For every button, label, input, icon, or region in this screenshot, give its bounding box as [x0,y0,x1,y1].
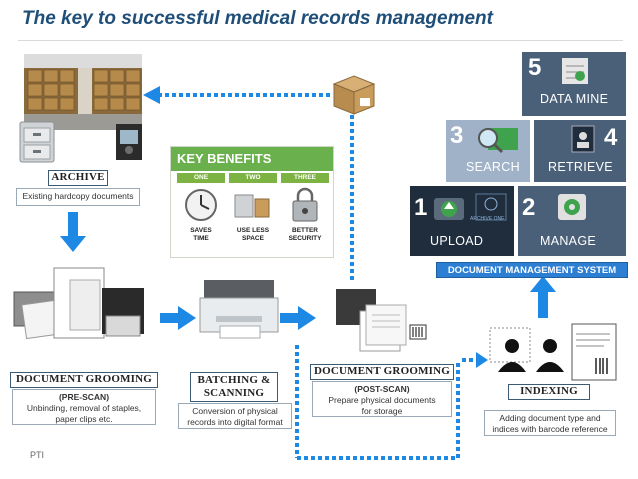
stored-documents-image [336,289,427,352]
arrow-head-up-dms [530,276,556,292]
post-scan-heading: DOCUMENT GROOMING [310,364,454,380]
retrieve-icon [571,125,595,153]
page-title: The key to successful medical records ma… [22,8,493,29]
batching-heading: BATCHING & SCANNING [190,372,278,402]
dms-banner: DOCUMENT MANAGEMENT SYSTEM [436,262,628,278]
pre-scan-subheading: (PRE-SCAN) [58,392,110,402]
benefit-2-label: USE LESS SPACE [229,227,277,243]
dms-tile-4-label: RETRIEVE [548,160,613,174]
data-mine-icon [562,58,588,84]
indexing-text-2: indices with barcode reference [492,424,608,434]
batching-text-2: records into digital format [187,417,283,427]
filing-cabinet-icon [19,121,55,163]
title-divider [18,40,623,41]
archive-heading: ARCHIVE [48,170,108,186]
upload-icon [434,198,464,220]
pre-scan-description: (PRE-SCAN) Unbinding, removal of staples… [12,389,156,425]
dms-tile-2-label: MANAGE [540,234,596,248]
dms-tile-retrieve: 4 RETRIEVE [534,120,626,182]
arrow-shaft-1 [160,313,180,323]
dms-tile-manage: 2 MANAGE [518,186,626,256]
post-scan-text-2: for storage [361,406,403,416]
dms-tile-5-label: DATA MINE [540,92,609,106]
key-benefits-panel: KEY BENEFITS ONE TWO THREE SAVES TIME US… [170,146,334,258]
arrow-head-archive [143,86,160,104]
storage-space-icon [234,194,270,218]
archive-description: Existing hardcopy documents [16,188,140,206]
magnifier-icon [478,128,518,154]
pre-scan-heading: DOCUMENT GROOMING [10,372,158,388]
benefit-3-line2: SECURITY [288,235,322,242]
indexing-text-1: Adding document type and [499,413,601,423]
key-benefits-heading: KEY BENEFITS [171,147,333,171]
benefit-1-number: ONE [177,173,225,183]
pre-scan-text-2: paper clips etc. [55,414,113,424]
benefit-2-number: TWO [229,173,277,183]
footer-label: PTI [30,450,45,460]
dms-tile-3-label: SEARCH [466,160,520,174]
manage-icon [558,194,586,220]
benefit-3-number: THREE [281,173,329,183]
clock-icon [185,189,217,221]
post-scan-text-1: Prepare physical documents [328,395,436,405]
dms-tile-3-number: 3 [450,122,464,149]
indexing-description: Adding document type and indices with ba… [484,410,616,436]
dms-tile-1-label: UPLOAD [430,234,484,248]
post-scan-description: (POST-SCAN) Prepare physical documents f… [312,381,452,417]
secure-storage-icon [116,124,142,160]
benefit-2-line1: USE LESS [236,227,270,234]
indexing-operators-image [489,323,617,381]
benefit-1-label: SAVES TIME [177,227,225,243]
dms-tile-1-number: 1 [414,194,428,221]
storage-box-icon [332,75,376,115]
scanner-image [199,280,279,339]
batching-description: Conversion of physical records into digi… [178,403,292,429]
dms-tile-upload: 1 ARCHIVE ONE UPLOAD [410,186,514,256]
arrow-head-indexing [476,352,488,368]
benefit-3-line1: BETTER [292,227,318,234]
dms-tile-4-number: 4 [604,124,618,151]
arrow-head-archive-down [60,236,86,252]
dms-tile-data-mine: 5 DATA MINE [522,52,626,116]
document-folders-image [13,267,144,340]
arrow-shaft-up-dms [538,290,548,318]
benefit-1-line1: SAVES [190,227,212,234]
benefit-1-line2: TIME [193,235,209,242]
benefit-3-label: BETTER SECURITY [281,227,329,243]
dms-tile-search: 3 SEARCH [446,120,530,182]
batching-heading-line2: SCANNING [203,387,265,399]
archive-one-logo-text: ARCHIVE ONE [470,216,505,222]
archive-one-logo-icon [475,193,507,221]
benefit-2-line2: SPACE [242,235,264,242]
arrow-shaft-archive-down [68,212,78,238]
arrow-head-2 [298,306,316,330]
arrow-shaft-2 [280,313,300,323]
post-scan-subheading: (POST-SCAN) [354,384,410,394]
dms-tile-2-number: 2 [522,194,536,221]
arrow-head-1 [178,306,196,330]
pre-scan-text-1: Unbinding, removal of staples, [26,403,142,413]
indexing-heading: INDEXING [508,384,590,400]
dms-tile-5-number: 5 [528,54,542,81]
batching-heading-line1: BATCHING & [197,374,271,386]
security-lock-icon [292,187,318,222]
batching-text-1: Conversion of physical [192,406,278,416]
